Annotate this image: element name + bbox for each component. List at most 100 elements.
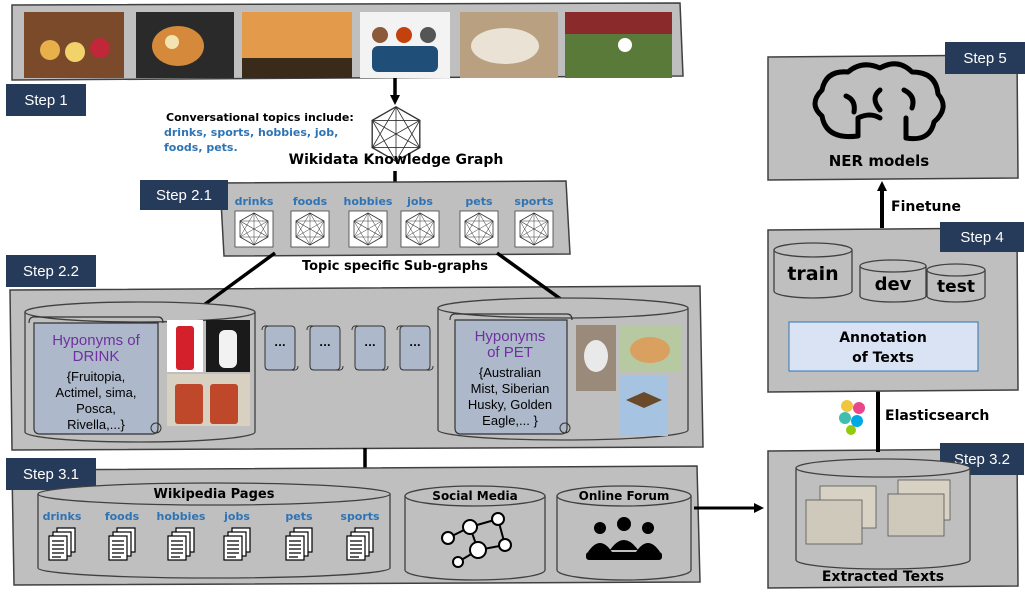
wiki-topic-label: sports bbox=[340, 510, 380, 523]
wikipedia-database: Wikipedia Pages bbox=[37, 482, 391, 579]
finetune-label: Finetune bbox=[891, 199, 961, 215]
document-icon bbox=[48, 527, 76, 561]
ner-label: NER models bbox=[829, 152, 930, 170]
elasticsearch-label: Elasticsearch bbox=[885, 408, 989, 424]
kg-label: Wikidata Knowledge Graph bbox=[289, 152, 504, 168]
subgraph-topic-label: pets bbox=[465, 195, 493, 208]
extracted-database: Extracted Texts bbox=[795, 458, 971, 585]
wiki-topic-pets: pets bbox=[285, 510, 313, 561]
subgraph-topic-label: foods bbox=[293, 195, 328, 208]
subgraph-label: Topic specific Sub-graphs bbox=[302, 259, 488, 274]
step-4-label: Step 4 bbox=[960, 229, 1003, 246]
drink-title-2: DRINK bbox=[73, 348, 120, 365]
document-icon bbox=[285, 527, 313, 561]
mini-scroll: ... bbox=[306, 325, 344, 371]
elasticsearch-logo-icon bbox=[839, 400, 865, 435]
mini-scroll: ... bbox=[351, 325, 389, 371]
step-5-badge bbox=[945, 42, 1025, 74]
wiki-topic-foods: foods bbox=[105, 510, 140, 561]
annotation-line1: Annotation bbox=[839, 330, 927, 346]
step-3-2-label: Step 3.2 bbox=[954, 451, 1010, 468]
subgraph-topic-label: jobs bbox=[406, 195, 433, 208]
topics-intro-line2: drinks, sports, hobbies, job, bbox=[164, 126, 338, 139]
step-4-badge bbox=[940, 222, 1024, 252]
extracted-label: Extracted Texts bbox=[822, 569, 944, 585]
wiki-topic-label: pets bbox=[285, 510, 313, 523]
drink-line-2: Actimel, sima, bbox=[56, 385, 137, 400]
wiki-topic-jobs: jobs bbox=[223, 510, 251, 561]
topics-intro-line1: Conversational topics include: bbox=[166, 111, 354, 124]
mini-scroll: ... bbox=[396, 325, 434, 371]
scroll-dots: ... bbox=[409, 338, 420, 349]
dev-cylinder: dev bbox=[859, 259, 927, 303]
step-2-2-label: Step 2.2 bbox=[23, 263, 79, 280]
step-2-1-label: Step 2.1 bbox=[156, 187, 212, 204]
people-group-icon bbox=[586, 517, 662, 560]
test-cylinder: test bbox=[926, 263, 986, 303]
subgraph-foods: foods bbox=[290, 195, 330, 248]
subgraph-topic-label: hobbies bbox=[344, 195, 393, 208]
drink-line-4: Rivella,...} bbox=[67, 417, 125, 432]
step-5-label: Step 5 bbox=[963, 50, 1006, 67]
paper-4 bbox=[887, 493, 945, 537]
scroll-dots: ... bbox=[274, 338, 285, 349]
pet-title-1: Hyponyms bbox=[475, 328, 546, 345]
pet-title-2: of PET bbox=[487, 344, 533, 361]
mini-scroll: ... bbox=[261, 325, 299, 371]
social-media-title: Social Media bbox=[432, 489, 517, 503]
drink-title-1: Hyponyms of bbox=[52, 332, 140, 349]
topics-intro-line3: foods, pets. bbox=[164, 141, 238, 154]
wiki-topic-sports: sports bbox=[340, 510, 380, 561]
network-icon bbox=[441, 512, 512, 568]
online-forum-database: Online Forum bbox=[556, 485, 692, 581]
brain-icon bbox=[812, 61, 946, 142]
step-1-label: Step 1 bbox=[24, 92, 67, 109]
subgraph-hobbies: hobbies bbox=[344, 195, 393, 248]
step-3-1-label: Step 3.1 bbox=[23, 466, 79, 483]
train-label: train bbox=[787, 263, 838, 285]
test-label: test bbox=[937, 277, 975, 297]
pet-line-2: Mist, Siberian bbox=[471, 381, 550, 396]
wiki-topic-hobbies: hobbies bbox=[157, 510, 206, 561]
drink-line-3: Posca, bbox=[76, 401, 116, 416]
pet-line-3: Husky, Golden bbox=[468, 397, 552, 412]
scroll-dots: ... bbox=[319, 338, 330, 349]
document-icon bbox=[108, 527, 136, 561]
subgraph-jobs: jobs bbox=[400, 195, 440, 248]
step-3-1-badge bbox=[6, 458, 96, 490]
step-2-1-badge bbox=[140, 180, 228, 210]
wikipedia-topics: drinks foods hobbies jobs pets sports bbox=[43, 510, 380, 561]
step-2-2-badge bbox=[6, 255, 96, 287]
document-icon bbox=[223, 527, 251, 561]
annotation-line2: of Texts bbox=[852, 350, 914, 366]
pet-database: Hyponyms of PET {Australian Mist, Siberi… bbox=[437, 297, 689, 441]
pet-line-1: {Australian bbox=[479, 365, 541, 380]
wiki-topic-drinks: drinks bbox=[43, 510, 82, 561]
train-cylinder: train bbox=[773, 242, 853, 299]
mini-scrolls: ............ bbox=[261, 325, 434, 371]
subgraph-pets: pets bbox=[459, 195, 499, 248]
social-media-database: Social Media bbox=[404, 485, 546, 581]
wiki-topic-label: drinks bbox=[43, 510, 82, 523]
wiki-topic-label: hobbies bbox=[157, 510, 206, 523]
pet-line-4: Eagle,... } bbox=[482, 413, 538, 428]
ner-panel bbox=[767, 54, 1019, 181]
wiki-topic-label: foods bbox=[105, 510, 140, 523]
document-icon bbox=[167, 527, 195, 561]
wikipedia-title: Wikipedia Pages bbox=[154, 487, 275, 502]
step-1-badge bbox=[6, 84, 86, 116]
subgraph-topic-label: sports bbox=[514, 195, 554, 208]
subgraph-drinks: drinks bbox=[234, 195, 274, 248]
photo-strip bbox=[11, 2, 684, 81]
paper-2 bbox=[805, 499, 863, 545]
scroll-dots: ... bbox=[364, 338, 375, 349]
subgraph-topics: drinks foods hobbies jobs pets sports bbox=[234, 195, 554, 248]
document-icon bbox=[346, 527, 374, 561]
subgraph-sports: sports bbox=[514, 195, 554, 248]
dev-label: dev bbox=[875, 274, 912, 295]
online-forum-title: Online Forum bbox=[579, 489, 670, 503]
drink-line-1: {Fruitopia, bbox=[67, 369, 126, 384]
subgraph-topic-label: drinks bbox=[235, 195, 274, 208]
arrow-to-drink-db bbox=[189, 251, 277, 316]
drink-database: Hyponyms of DRINK {Fruitopia, Actimel, s… bbox=[24, 301, 256, 443]
